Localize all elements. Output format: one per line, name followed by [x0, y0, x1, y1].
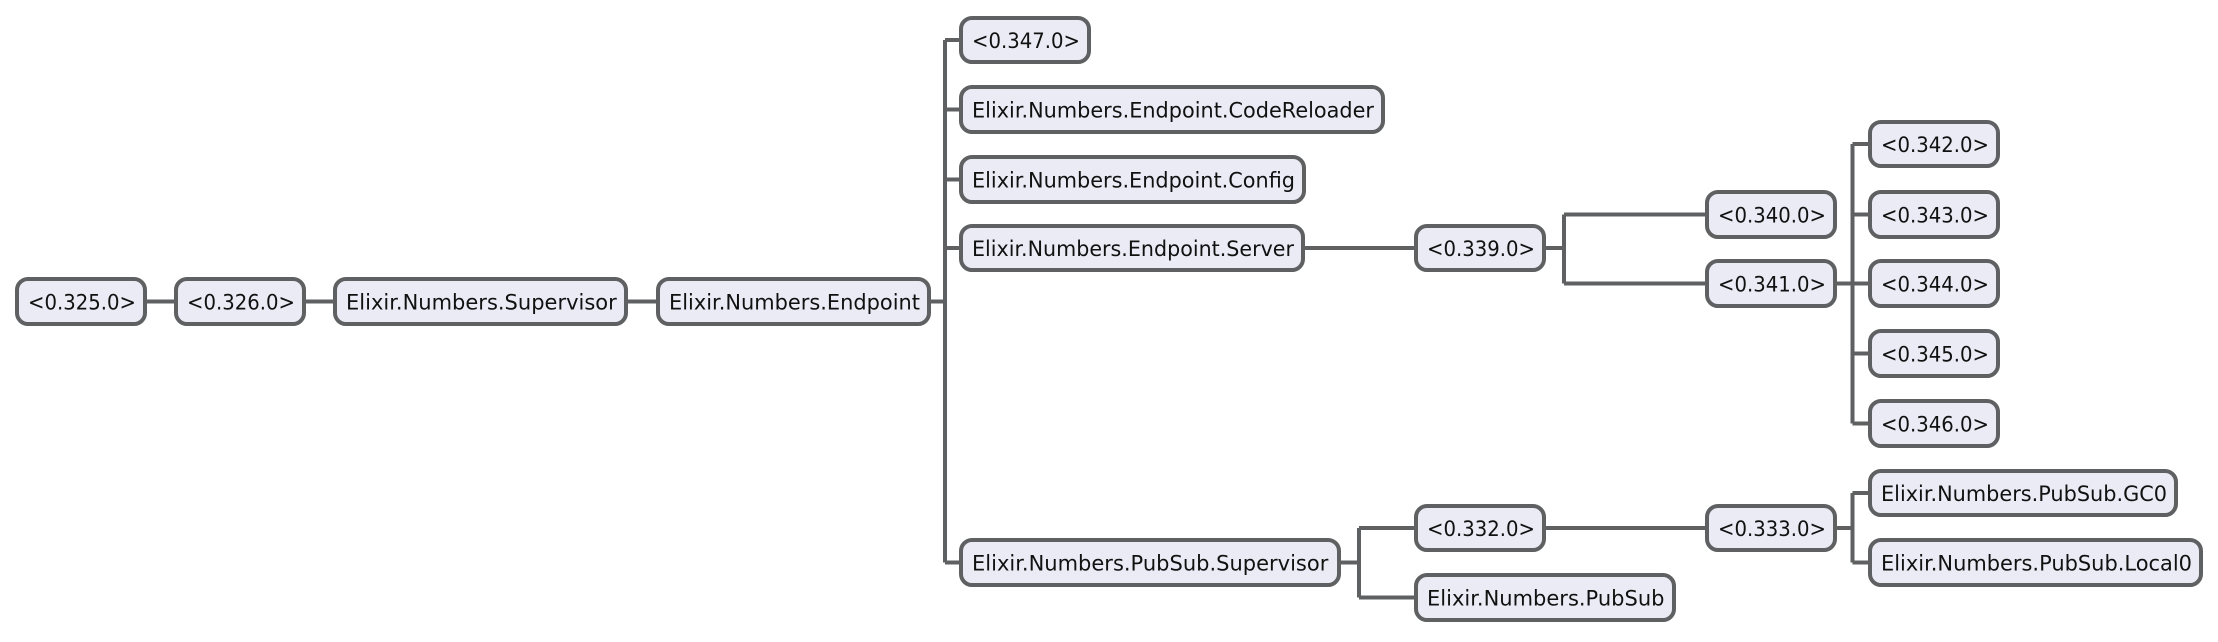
node-box	[959, 224, 1305, 272]
node-box	[1868, 329, 2000, 378]
tree-node-n333: <0.333.0>	[1705, 504, 1837, 552]
tree-node-n340: <0.340.0>	[1705, 190, 1837, 239]
node-label: <0.339.0>	[1427, 237, 1535, 261]
tree-node-n342: <0.342.0>	[1868, 120, 2000, 168]
node-label: Elixir.Numbers.Supervisor	[346, 291, 617, 315]
node-box	[1868, 469, 2178, 517]
tree-node-pubsub-local0: Elixir.Numbers.PubSub.Local0	[1868, 538, 2203, 587]
tree-node-numbers-supervisor: Elixir.Numbers.Supervisor	[333, 277, 628, 326]
node-label: <0.343.0>	[1881, 204, 1989, 228]
node-label: Elixir.Numbers.Endpoint.Config	[972, 169, 1295, 193]
tree-edge	[1835, 491, 1870, 565]
node-label: <0.346.0>	[1881, 413, 1989, 437]
node-box	[1414, 224, 1546, 272]
tree-nodes: <0.325.0> <0.326.0> Elixir.Numbers.Supervi…	[15, 16, 2203, 622]
tree-node-endpoint-config: Elixir.Numbers.Endpoint.Config	[959, 155, 1306, 204]
node-box	[15, 277, 147, 326]
node-box	[1868, 399, 2000, 448]
tree-node-n343: <0.343.0>	[1868, 190, 2000, 239]
node-box	[1705, 259, 1837, 308]
node-box	[656, 277, 931, 326]
tree-node-n347: <0.347.0>	[959, 16, 1091, 64]
node-box	[1868, 120, 2000, 168]
node-box	[1705, 190, 1837, 239]
tree-node-n325: <0.325.0>	[15, 277, 147, 326]
tree-node-n326: <0.326.0>	[174, 277, 306, 326]
node-label: Elixir.Numbers.PubSub.Local0	[1881, 552, 2192, 576]
tree-node-n339: <0.339.0>	[1414, 224, 1546, 272]
tree-node-n332: <0.332.0>	[1414, 504, 1546, 552]
node-box	[959, 85, 1385, 134]
node-label: Elixir.Numbers.PubSub.GC0	[1881, 482, 2167, 506]
tree-edges	[145, 38, 1870, 600]
tree-edge	[929, 38, 961, 565]
node-box	[174, 277, 306, 326]
node-box	[1868, 538, 2203, 587]
node-label: Elixir.Numbers.PubSub.Supervisor	[972, 552, 1329, 576]
tree-edge	[1339, 526, 1416, 600]
node-label: <0.344.0>	[1881, 273, 1989, 297]
tree-node-pubsub-supervisor: Elixir.Numbers.PubSub.Supervisor	[959, 538, 1341, 587]
tree-node-n346: <0.346.0>	[1868, 399, 2000, 448]
tree-edge	[1544, 212, 1707, 286]
node-label: <0.347.0>	[972, 29, 1080, 53]
node-label: <0.332.0>	[1427, 517, 1535, 541]
tree-node-pubsub: Elixir.Numbers.PubSub	[1414, 573, 1676, 622]
node-label: <0.326.0>	[187, 291, 295, 315]
node-label: <0.342.0>	[1881, 133, 1989, 157]
node-box	[959, 155, 1306, 204]
node-label: Elixir.Numbers.Endpoint	[669, 291, 920, 315]
node-label: <0.340.0>	[1718, 204, 1826, 228]
tree-node-pubsub-gc0: Elixir.Numbers.PubSub.GC0	[1868, 469, 2178, 517]
tree-node-n344: <0.344.0>	[1868, 259, 2000, 308]
node-label: Elixir.Numbers.PubSub	[1427, 587, 1664, 611]
node-box	[1868, 190, 2000, 239]
node-label: <0.341.0>	[1718, 273, 1826, 297]
tree-node-endpoint: Elixir.Numbers.Endpoint	[656, 277, 931, 326]
node-box	[1868, 259, 2000, 308]
tree-node-code-reloader: Elixir.Numbers.Endpoint.CodeReloader	[959, 85, 1385, 134]
node-box	[1414, 573, 1676, 622]
node-label: <0.333.0>	[1718, 517, 1826, 541]
node-box	[333, 277, 628, 326]
node-label: <0.345.0>	[1881, 343, 1989, 367]
node-box	[1414, 504, 1546, 552]
tree-node-n345: <0.345.0>	[1868, 329, 2000, 378]
node-label: Elixir.Numbers.Endpoint.CodeReloader	[972, 99, 1374, 123]
tree-edge	[1835, 142, 1870, 426]
node-label: Elixir.Numbers.Endpoint.Server	[972, 237, 1294, 261]
tree-node-endpoint-server: Elixir.Numbers.Endpoint.Server	[959, 224, 1305, 272]
node-box	[959, 538, 1341, 587]
node-box	[959, 16, 1091, 64]
node-box	[1705, 504, 1837, 552]
node-label: <0.325.0>	[28, 291, 136, 315]
tree-node-n341: <0.341.0>	[1705, 259, 1837, 308]
